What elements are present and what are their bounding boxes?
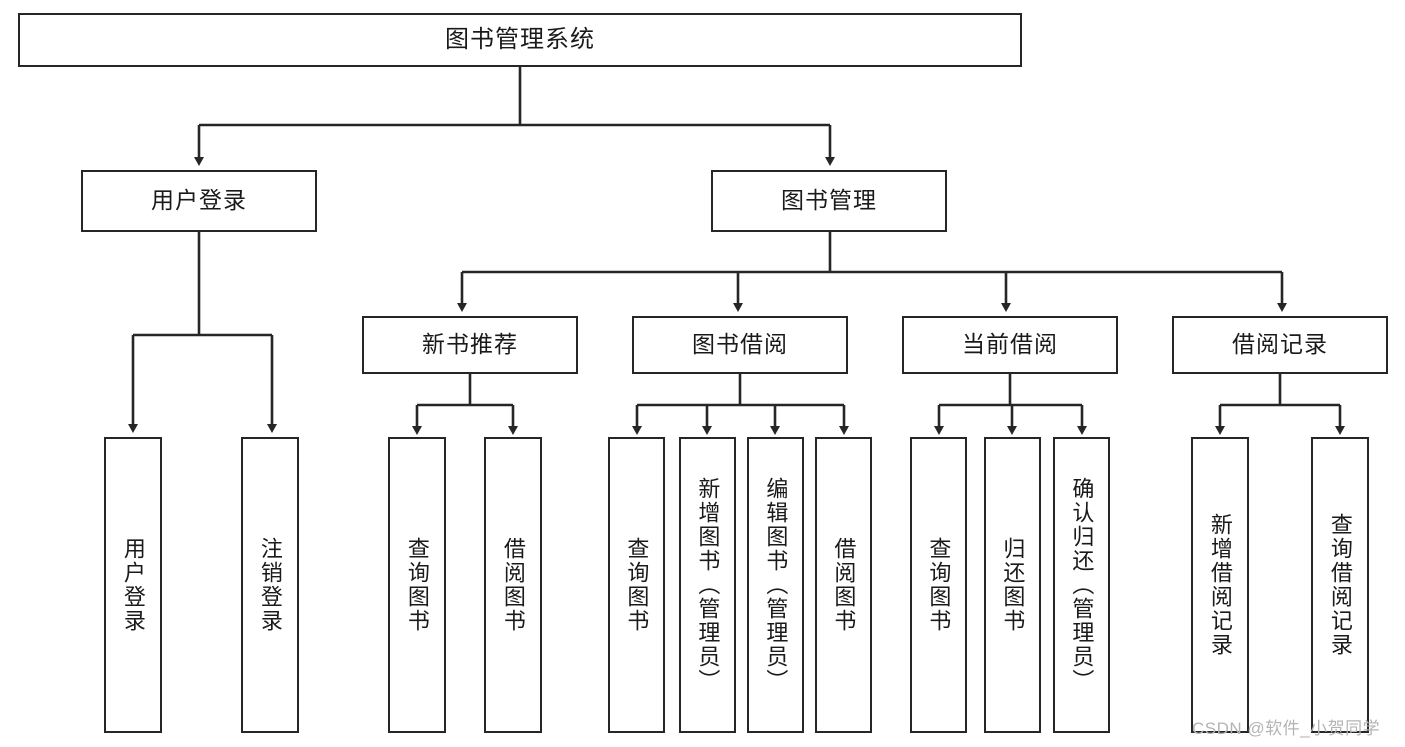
- node-borrow-record-label: 借阅记录: [1232, 331, 1328, 358]
- node-leaf-borrow-book-2[interactable]: 借阅图书: [815, 437, 872, 733]
- node-user-login-label: 用户登录: [151, 187, 247, 214]
- node-leaf-query-borrow-record[interactable]: 查询借阅记录: [1311, 437, 1369, 733]
- node-leaf-borrow-book-1[interactable]: 借阅图书: [484, 437, 542, 733]
- node-leaf-add-borrow-record-label: 新增借阅记录: [1207, 513, 1233, 657]
- node-current-borrow[interactable]: 当前借阅: [902, 316, 1118, 374]
- node-leaf-query-book-1[interactable]: 查询图书: [388, 437, 446, 733]
- node-borrow-record[interactable]: 借阅记录: [1172, 316, 1388, 374]
- node-leaf-logout-login[interactable]: 注销登录: [241, 437, 299, 733]
- node-new-book-recommend[interactable]: 新书推荐: [362, 316, 578, 374]
- node-leaf-query-book-2[interactable]: 查询图书: [608, 437, 665, 733]
- node-leaf-user-login-label: 用户登录: [120, 537, 146, 633]
- node-book-manage[interactable]: 图书管理: [711, 170, 947, 232]
- node-leaf-query-book-3-label: 查询图书: [926, 537, 952, 633]
- node-current-borrow-label: 当前借阅: [962, 331, 1058, 358]
- node-leaf-edit-book-admin[interactable]: 编辑图书（管理员）: [747, 437, 804, 733]
- node-book-manage-label: 图书管理: [781, 187, 877, 214]
- node-leaf-add-borrow-record[interactable]: 新增借阅记录: [1191, 437, 1249, 733]
- csdn-watermark: CSDN @软件_小贺同学: [1192, 719, 1381, 738]
- node-root-label: 图书管理系统: [445, 25, 595, 53]
- node-leaf-logout-login-label: 注销登录: [257, 537, 283, 633]
- node-leaf-edit-book-admin-label: 编辑图书（管理员）: [763, 477, 789, 693]
- node-leaf-borrow-book-1-label: 借阅图书: [500, 537, 526, 633]
- node-user-login[interactable]: 用户登录: [81, 170, 317, 232]
- node-leaf-query-book-3[interactable]: 查询图书: [910, 437, 967, 733]
- node-leaf-return-book[interactable]: 归还图书: [984, 437, 1041, 733]
- node-leaf-add-book-admin-label: 新增图书（管理员）: [695, 477, 721, 693]
- node-book-borrow-label: 图书借阅: [692, 331, 788, 358]
- node-leaf-add-book-admin[interactable]: 新增图书（管理员）: [679, 437, 736, 733]
- node-leaf-confirm-return-admin[interactable]: 确认归还（管理员）: [1053, 437, 1110, 733]
- node-book-borrow[interactable]: 图书借阅: [632, 316, 848, 374]
- node-leaf-query-book-2-label: 查询图书: [624, 537, 650, 633]
- node-root[interactable]: 图书管理系统: [18, 13, 1022, 67]
- node-leaf-query-book-1-label: 查询图书: [404, 537, 430, 633]
- node-leaf-user-login[interactable]: 用户登录: [104, 437, 162, 733]
- node-leaf-confirm-return-admin-label: 确认归还（管理员）: [1069, 477, 1095, 693]
- node-new-book-recommend-label: 新书推荐: [422, 331, 518, 358]
- node-leaf-return-book-label: 归还图书: [1000, 537, 1026, 633]
- node-leaf-borrow-book-2-label: 借阅图书: [831, 537, 857, 633]
- node-leaf-query-borrow-record-label: 查询借阅记录: [1327, 513, 1353, 657]
